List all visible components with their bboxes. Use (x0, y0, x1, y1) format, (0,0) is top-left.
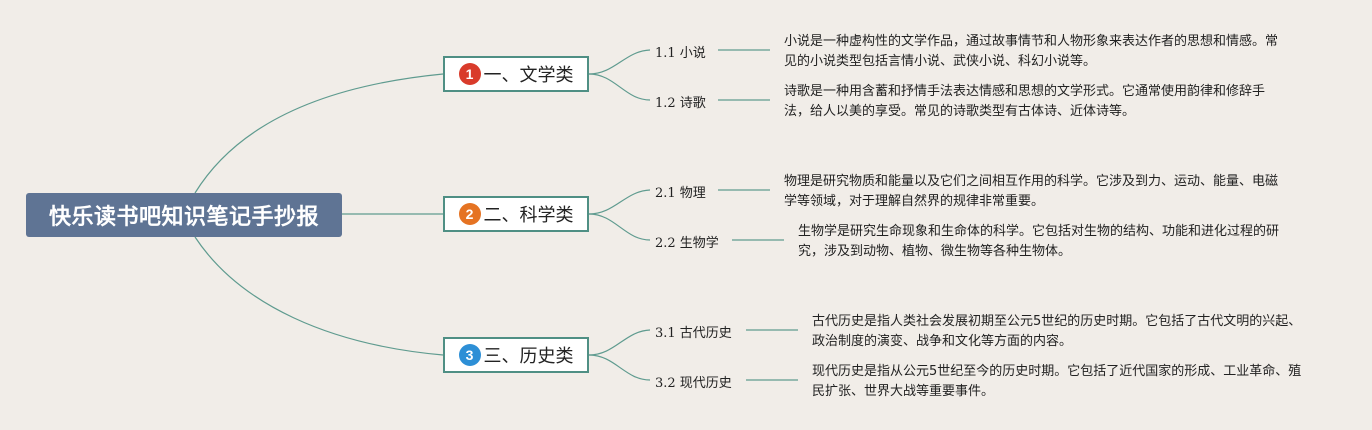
link-root-branch-1 (194, 73, 444, 194)
subtopic-novel[interactable]: 1.1 小说 (655, 46, 706, 61)
subtopic-description: 生物学是研究生命现象和生命体的科学。它包括对生物的结构、功能和进化过程的研究，涉… (798, 224, 1280, 259)
subtopic-description: 诗歌是一种用含蓄和抒情手法表达情感和思想的文学形式。它通常使用韵律和修辞手法，给… (784, 84, 1266, 119)
link-branch-3-sub-2 (588, 354, 651, 381)
subtopic-poetry[interactable]: 1.2 诗歌 (655, 96, 706, 111)
root-title: 快乐读书吧知识笔记手抄报 (48, 205, 319, 230)
branch-topic-literature[interactable]: 1 一、文学类 (443, 56, 589, 92)
link-branch-1-sub-1 (588, 49, 651, 75)
subtopic-ancient-history[interactable]: 3.1 古代历史 (655, 326, 732, 341)
subtopic-description: 现代历史是指从公元5世纪至今的历史时期。它包括了近代国家的形成、工业革命、殖民扩… (812, 364, 1302, 399)
branch-topic-science[interactable]: 2 二、科学类 (443, 196, 589, 232)
number-badge-icon: 2 (458, 203, 481, 225)
subtopic-description: 小说是一种虚构性的文学作品，通过故事情节和人物形象来表达作者的思想和情感。常见的… (784, 34, 1279, 69)
subtopic-description: 古代历史是指人类社会发展初期至公元5世纪的历史时期。它包括了古代文明的兴起、政治… (812, 314, 1302, 349)
number-badge-icon: 3 (458, 344, 481, 366)
branch-label: 二、科学类 (483, 205, 574, 226)
subtopic-description: 物理是研究物质和能量以及它们之间相互作用的科学。它涉及到力、运动、能量、电磁学等… (784, 174, 1279, 209)
root-topic[interactable]: 快乐读书吧知识笔记手抄报 (26, 193, 342, 237)
subtopic-modern-history[interactable]: 3.2 现代历史 (655, 376, 732, 391)
subtopic-physics[interactable]: 2.1 物理 (655, 186, 706, 201)
number-badge-icon: 1 (458, 63, 481, 85)
link-branch-2-sub-1 (588, 189, 651, 215)
subtopic-biology[interactable]: 2.2 生物学 (655, 236, 719, 251)
link-branch-1-sub-2 (588, 73, 651, 101)
branch-topic-history[interactable]: 3 三、历史类 (443, 337, 589, 373)
link-branch-2-sub-2 (588, 213, 651, 241)
branch-label: 三、历史类 (483, 346, 574, 367)
branch-label: 一、文学类 (483, 65, 574, 86)
link-root-branch-3 (194, 236, 444, 356)
link-branch-3-sub-1 (588, 329, 651, 356)
